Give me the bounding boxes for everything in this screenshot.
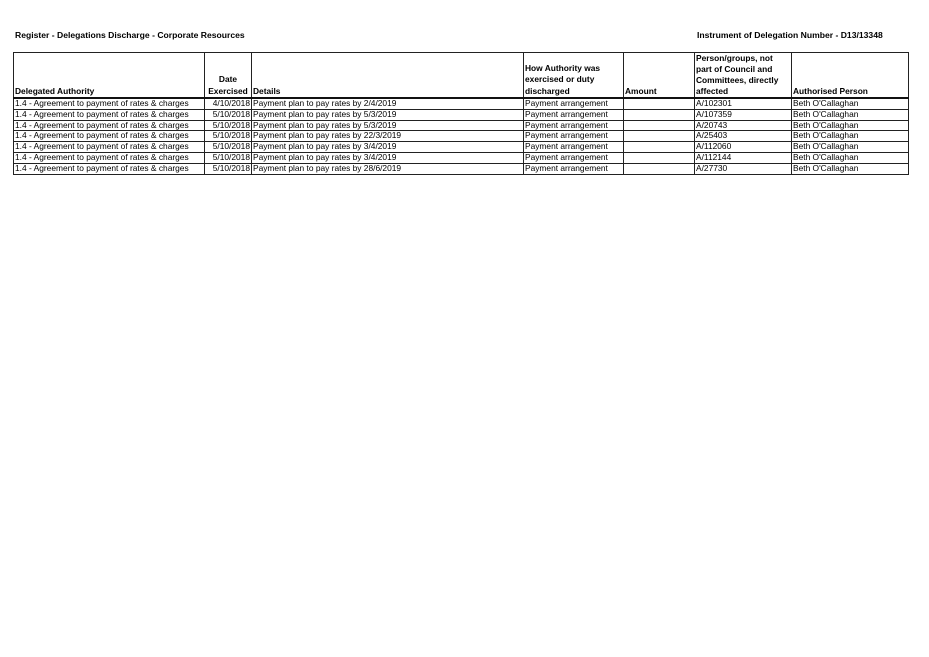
cell-amount <box>623 108 695 121</box>
cell-authorised-person: Beth O'Callaghan <box>791 108 909 121</box>
col-details: Details <box>251 52 524 99</box>
col-date-exercised: Date Exercised <box>204 52 252 99</box>
col-person-affected: Person/groups, not part of Council and C… <box>694 52 792 99</box>
cell-date-exercised: 5/10/2018 <box>204 151 252 164</box>
cell-how-exercised: Payment arrangement <box>523 97 624 110</box>
cell-details: Payment plan to pay rates by 5/3/2019 <box>251 108 524 121</box>
cell-how-exercised: Payment arrangement <box>523 141 624 153</box>
cell-amount <box>623 97 695 110</box>
cell-details: Payment plan to pay rates by 22/3/2019 <box>251 130 524 143</box>
cell-amount <box>623 119 695 132</box>
cell-how-exercised: Payment arrangement <box>523 151 624 164</box>
table-row: 1.4 - Agreement to payment of rates & ch… <box>13 162 909 175</box>
cell-authorised-person: Beth O'Callaghan <box>791 130 909 143</box>
cell-delegated-authority: 1.4 - Agreement to payment of rates & ch… <box>13 151 205 164</box>
cell-date-exercised: 5/10/2018 <box>204 162 252 175</box>
cell-amount <box>623 130 695 143</box>
cell-authorised-person: Beth O'Callaghan <box>791 97 909 110</box>
table-row: 1.4 - Agreement to payment of rates & ch… <box>13 141 909 153</box>
delegations-register-table: Delegated Authority Date Exercised Detai… <box>13 52 909 175</box>
cell-authorised-person: Beth O'Callaghan <box>791 151 909 164</box>
cell-delegated-authority: 1.4 - Agreement to payment of rates & ch… <box>13 119 205 132</box>
cell-details: Payment plan to pay rates by 3/4/2019 <box>251 151 524 164</box>
cell-date-exercised: 4/10/2018 <box>204 97 252 110</box>
cell-details: Payment plan to pay rates by 28/6/2019 <box>251 162 524 175</box>
cell-date-exercised: 5/10/2018 <box>204 108 252 121</box>
cell-how-exercised: Payment arrangement <box>523 162 624 175</box>
col-delegated-authority: Delegated Authority <box>13 52 205 99</box>
cell-date-exercised: 5/10/2018 <box>204 141 252 153</box>
cell-person-affected: A/112060 <box>694 141 792 153</box>
cell-how-exercised: Payment arrangement <box>523 119 624 132</box>
cell-authorised-person: Beth O'Callaghan <box>791 141 909 153</box>
table-row: 1.4 - Agreement to payment of rates & ch… <box>13 151 909 164</box>
cell-authorised-person: Beth O'Callaghan <box>791 119 909 132</box>
cell-delegated-authority: 1.4 - Agreement to payment of rates & ch… <box>13 130 205 143</box>
cell-person-affected: A/112144 <box>694 151 792 164</box>
cell-date-exercised: 5/10/2018 <box>204 130 252 143</box>
cell-person-affected: A/102301 <box>694 97 792 110</box>
cell-details: Payment plan to pay rates by 5/3/2019 <box>251 119 524 132</box>
table-row: 1.4 - Agreement to payment of rates & ch… <box>13 97 909 110</box>
cell-date-exercised: 5/10/2018 <box>204 119 252 132</box>
cell-details: Payment plan to pay rates by 3/4/2019 <box>251 141 524 153</box>
table-row: 1.4 - Agreement to payment of rates & ch… <box>13 119 909 132</box>
table-header-row: Delegated Authority Date Exercised Detai… <box>13 52 909 99</box>
cell-amount <box>623 151 695 164</box>
cell-delegated-authority: 1.4 - Agreement to payment of rates & ch… <box>13 162 205 175</box>
cell-details: Payment plan to pay rates by 2/4/2019 <box>251 97 524 110</box>
cell-delegated-authority: 1.4 - Agreement to payment of rates & ch… <box>13 97 205 110</box>
col-how-exercised: How Authority was exercised or duty disc… <box>523 52 624 99</box>
cell-amount <box>623 162 695 175</box>
cell-delegated-authority: 1.4 - Agreement to payment of rates & ch… <box>13 141 205 153</box>
table-row: 1.4 - Agreement to payment of rates & ch… <box>13 130 909 143</box>
cell-authorised-person: Beth O'Callaghan <box>791 162 909 175</box>
cell-amount <box>623 141 695 153</box>
cell-how-exercised: Payment arrangement <box>523 108 624 121</box>
table-row: 1.4 - Agreement to payment of rates & ch… <box>13 108 909 121</box>
cell-person-affected: A/25403 <box>694 130 792 143</box>
cell-person-affected: A/27730 <box>694 162 792 175</box>
cell-how-exercised: Payment arrangement <box>523 130 624 143</box>
instrument-number: Instrument of Delegation Number - D13/13… <box>697 30 883 40</box>
col-amount: Amount <box>623 52 695 99</box>
cell-person-affected: A/107359 <box>694 108 792 121</box>
register-title: Register - Delegations Discharge - Corpo… <box>15 30 245 40</box>
col-authorised-person: Authorised Person <box>791 52 909 99</box>
cell-delegated-authority: 1.4 - Agreement to payment of rates & ch… <box>13 108 205 121</box>
cell-person-affected: A/20743 <box>694 119 792 132</box>
